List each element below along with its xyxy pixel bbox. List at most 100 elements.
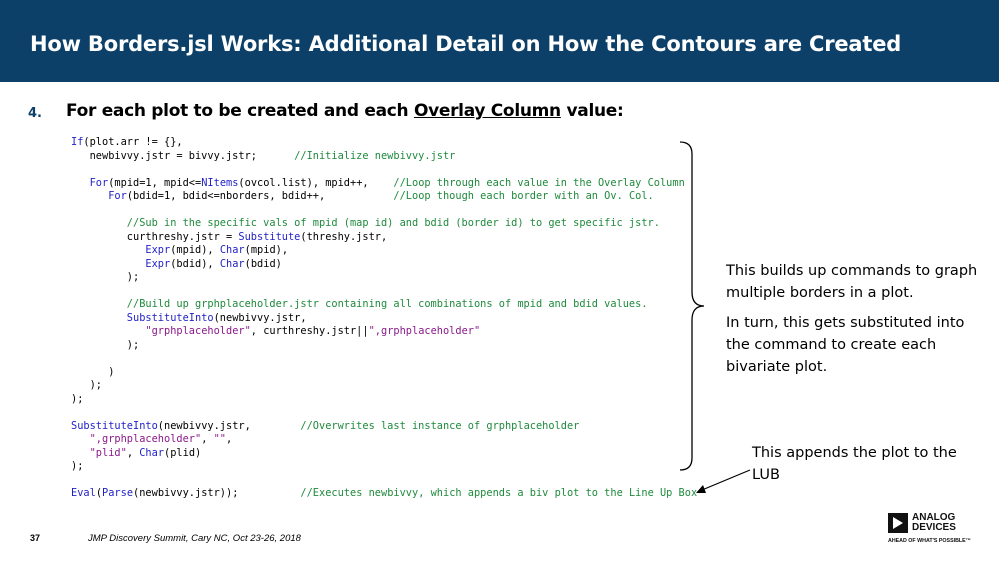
callout-substituted: In turn, this gets substituted into the … [726, 315, 965, 375]
code-token: Expr [145, 244, 171, 256]
point-text-after: value: [560, 101, 624, 121]
code-token [71, 433, 90, 445]
code-line: ",grphplaceholder", "", [71, 433, 697, 447]
code-token: ",grphplaceholder" [368, 325, 481, 337]
code-token: "" [213, 433, 227, 445]
code-line [71, 163, 697, 177]
code-line [71, 406, 697, 420]
code-token: (newbivvy.jstr)); [133, 487, 301, 499]
code-token: SubstituteInto [71, 419, 158, 432]
code-token: "grphplaceholder" [145, 325, 251, 337]
code-token: ); [71, 338, 140, 351]
code-line [71, 474, 697, 488]
code-token [71, 325, 145, 337]
code-token: //Build up grphplaceholder.jstr containi… [126, 298, 648, 310]
code-token: (mpid=1, mpid<= [108, 176, 202, 189]
code-token [71, 177, 90, 189]
code-token [71, 312, 127, 324]
code-token: "plid" [89, 446, 127, 459]
code-token: //Executes newbivvy, which appends a biv… [300, 487, 698, 499]
code-token: Substitute [238, 230, 301, 243]
code-token: , [126, 446, 140, 459]
code-token: SubstituteInto [126, 311, 214, 324]
code-token: , curthreshy.jstr|| [250, 325, 369, 337]
logo-line2: DEVICES [912, 522, 956, 533]
analog-devices-logo: ANALOG DEVICES AHEAD OF WHAT'S POSSIBLE™ [888, 513, 988, 553]
code-token: //Sub in the specific vals of mpid (map … [126, 217, 660, 229]
callout-appends: This appends the plot to the LUB [752, 445, 957, 483]
code-line: ); [71, 339, 697, 353]
code-block: If(plot.arr != {}, newbivvy.jstr = bivvy… [71, 136, 697, 501]
callout-builds: This builds up commands to graph multipl… [726, 263, 978, 301]
arrow-icon [696, 469, 751, 493]
code-token: (mpid), [170, 244, 220, 256]
code-line: For(bdid=1, bdid<=nborders, bdid++, //Lo… [71, 190, 697, 204]
code-line: SubstituteInto(newbivvy.jstr, //Overwrit… [71, 420, 697, 434]
code-token: Parse [102, 487, 134, 499]
code-token: //Loop through each value in the Overlay… [393, 176, 685, 189]
code-token: //Overwrites last instance of grphplaceh… [300, 419, 580, 432]
code-token: (ovcol.list), mpid++, [238, 176, 394, 189]
slide-title: How Borders.jsl Works: Additional Detail… [30, 32, 902, 56]
title-bar: How Borders.jsl Works: Additional Detail… [0, 0, 999, 82]
code-token [71, 258, 145, 270]
code-token: If [71, 136, 84, 148]
code-token: For [89, 176, 109, 189]
point-text-underlined: Overlay Column [413, 101, 561, 121]
code-token: , [201, 433, 214, 445]
logo-mark-icon [888, 513, 908, 533]
code-line: "grphplaceholder", curthreshy.jstr||",gr… [71, 325, 697, 339]
slide-number: 37 [30, 533, 41, 543]
code-line: SubstituteInto(newbivvy.jstr, [71, 312, 697, 326]
code-line: "plid", Char(plid) [71, 447, 697, 461]
code-token [71, 190, 108, 202]
code-token: (bdid) [244, 257, 282, 270]
code-token: Char [219, 257, 245, 270]
code-token: ( [95, 487, 103, 499]
code-token: (mpid), [244, 244, 289, 256]
code-token: newbivvy.jstr = bivvy.jstr; [71, 149, 295, 162]
code-token: For [108, 190, 127, 202]
code-token: NItems [201, 176, 239, 189]
code-token: , [226, 433, 233, 445]
code-line: //Sub in the specific vals of mpid (map … [71, 217, 697, 231]
code-token: (plid) [164, 446, 202, 459]
code-token: Char [139, 446, 165, 459]
code-line: If(plot.arr != {}, [71, 136, 697, 150]
code-line: ); [71, 271, 697, 285]
code-token: (plot.arr != {}, [83, 136, 183, 148]
code-token: ",grphplaceholder" [89, 433, 202, 445]
code-line: ); [71, 393, 697, 407]
code-token: Char [219, 244, 245, 256]
code-line: Expr(mpid), Char(mpid), [71, 244, 697, 258]
code-token: ); [71, 379, 102, 391]
code-token: (threshy.jstr, [300, 230, 388, 243]
code-line: Expr(bdid), Char(bdid) [71, 258, 697, 272]
logo-wordmark: ANALOG DEVICES [912, 513, 956, 533]
logo-tagline: AHEAD OF WHAT'S POSSIBLE™ [888, 538, 971, 544]
code-token: (bdid), [170, 257, 220, 270]
code-line [71, 204, 697, 218]
code-line: newbivvy.jstr = bivvy.jstr; //Initialize… [71, 150, 697, 164]
code-token: ) [71, 365, 115, 378]
code-token [71, 244, 145, 256]
code-line: ) [71, 366, 697, 380]
code-token: ); [71, 392, 84, 405]
code-token: //Initialize newbivvy.jstr [294, 149, 456, 162]
code-token [71, 447, 90, 459]
code-token: (newbivvy.jstr, [213, 311, 307, 324]
curly-brace-icon [679, 141, 705, 471]
code-line: For(mpid=1, mpid<=NItems(ovcol.list), mp… [71, 177, 697, 191]
code-token [71, 217, 127, 229]
code-token: (bdid=1, bdid<=nborders, bdid++, [126, 190, 394, 202]
code-line [71, 285, 697, 299]
code-line: ); [71, 379, 697, 393]
code-token: ); [71, 271, 140, 283]
code-line: //Build up grphplaceholder.jstr containi… [71, 298, 697, 312]
code-line: curthreshy.jstr = Substitute(threshy.jst… [71, 231, 697, 245]
point-heading: For each plot to be created and each Ove… [66, 101, 624, 121]
code-line: Eval(Parse(newbivvy.jstr)); //Executes n… [71, 487, 697, 501]
code-token: Eval [71, 487, 96, 499]
code-line: ); [71, 460, 697, 474]
code-token: curthreshy.jstr = [71, 230, 239, 243]
